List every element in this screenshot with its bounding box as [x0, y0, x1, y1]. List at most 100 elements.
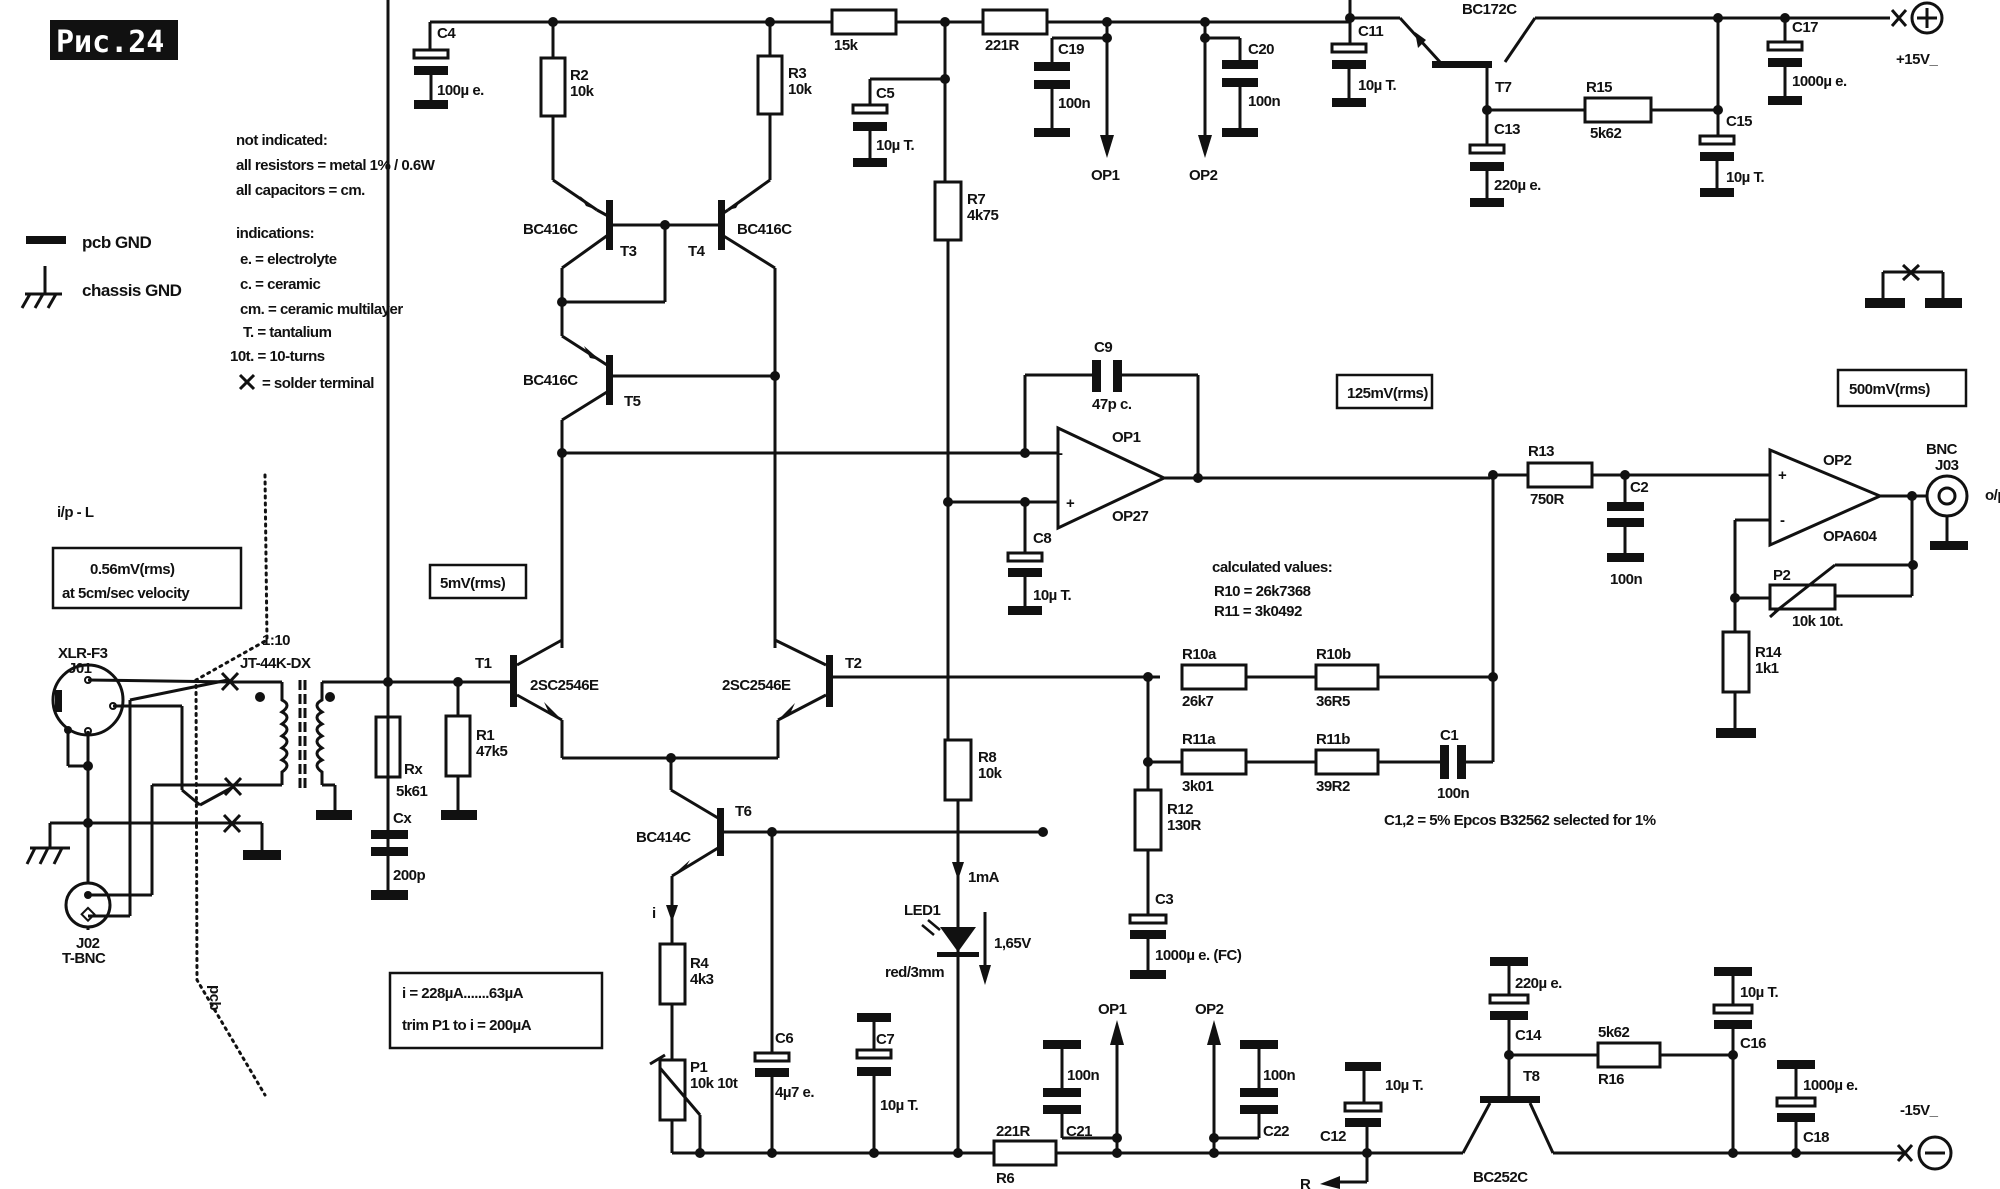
C3-name: C3	[1155, 891, 1173, 908]
C7-value: 10µ T.	[880, 1097, 918, 1114]
negative-rail	[672, 1148, 1905, 1158]
notes-indication: e. = electrolyte	[240, 251, 337, 268]
chassis-ground	[25, 821, 281, 865]
negative-supply-label: -15V_	[1900, 1102, 1939, 1119]
capacitor-C20: C20 100n	[1200, 33, 1281, 137]
notes-capacitors: all capacitors = cm.	[236, 182, 365, 199]
capacitor-C11: C11 10µ T.	[1330, 18, 1397, 107]
arrow-down-icon	[979, 965, 991, 985]
R4-value: 4k3	[690, 971, 714, 988]
transistor-T6: BC414C T6	[636, 753, 1048, 944]
P1-value: 10k 10t	[690, 1075, 738, 1092]
resistor-R7: R7 4k75	[933, 22, 999, 740]
resistor-R15: R15 5k62	[1487, 79, 1718, 142]
input-level-2: at 5cm/sec velocity	[62, 585, 190, 602]
input-solder-terminals	[199, 671, 243, 834]
chassis-gnd-icon	[20, 266, 62, 309]
potentiometer-P2: P2 10k 10t.	[1735, 563, 1914, 630]
T7-name: T7	[1495, 79, 1512, 96]
notes-indications-title: indications:	[236, 225, 314, 242]
C14-name: C14	[1515, 1027, 1542, 1044]
LED1-name: LED1	[904, 902, 941, 919]
C12-name: C12	[1320, 1128, 1346, 1145]
op2-plus: +	[1778, 467, 1787, 484]
capacitor-C22: 100n C22	[1209, 1040, 1296, 1143]
resistor-R11a: R11a 3k01	[1148, 731, 1316, 795]
r-connection-label: R	[1300, 1176, 1311, 1189]
T5-name: T5	[624, 393, 641, 410]
transformer: 1:10 JT-44K-DX	[233, 632, 510, 820]
R3-value: 10k	[788, 81, 813, 98]
Rx-name: Rx	[404, 761, 423, 778]
arrow-up-icon	[1110, 1020, 1124, 1045]
capacitor-C14: 220µ e. C14	[1488, 957, 1563, 1060]
capacitor-C21: 100n C21	[1043, 1040, 1122, 1143]
P2-value: 10k 10t.	[1792, 613, 1843, 630]
R9-value: 221R	[985, 37, 1020, 54]
C1-name: C1	[1440, 727, 1458, 744]
C15-value: 10µ T.	[1726, 169, 1764, 186]
arrow-down-icon	[952, 862, 964, 880]
resistor-R5: 15k	[830, 8, 898, 54]
level-output: 500mV(rms)	[1849, 381, 1930, 398]
T2-type: 2SC2546E	[722, 677, 791, 694]
transistor-T7: BC172C T7	[1398, 1, 1570, 110]
op2-supply-pos: OP2	[1189, 22, 1218, 184]
connector-J02: J02 T-BNC	[62, 678, 260, 967]
pcb-label: pcb	[206, 985, 223, 1011]
C21-value: 100n	[1067, 1067, 1100, 1084]
J02-name: J02	[76, 935, 100, 952]
C8-value: 10µ T.	[1033, 587, 1071, 604]
R11a-name: R11a	[1182, 731, 1216, 748]
resistor-R12: R12 130R	[1133, 788, 1202, 915]
capacitor-C8: C8 10µ T.	[1006, 502, 1072, 615]
T3-type: BC416C	[523, 221, 578, 238]
capacitor-C9: C9 47p c.	[1092, 339, 1132, 413]
resistor-R8: R8 10k	[943, 738, 1003, 1153]
resistor-Rx: Rx 5k61	[374, 677, 428, 830]
T3-name: T3	[620, 243, 637, 260]
T1-type: 2SC2546E	[530, 677, 599, 694]
C20-value: 100n	[1248, 93, 1281, 110]
op2-minus: -	[1780, 512, 1785, 529]
resistor-R1: R1 47k5	[441, 677, 508, 820]
figure-title-box	[50, 20, 178, 60]
capacitor-C15: C15 10µ T.	[1698, 18, 1765, 197]
capacitor-C3: C3 1000µ e. (FC)	[1128, 891, 1242, 979]
negative-supply-terminal: -15V_	[1896, 1102, 1953, 1171]
capacitor-Cx: Cx 200p	[371, 0, 426, 900]
T6-type: BC414C	[636, 829, 691, 846]
notes-indication: T. = tantalium	[243, 324, 332, 341]
resistor-R4: R4 4k3	[658, 942, 714, 1060]
potentiometer-P1: P1 10k 10t	[649, 1053, 738, 1153]
arrow-up-icon	[1207, 1020, 1221, 1045]
R14-value: 1k1	[1755, 660, 1779, 677]
T8-name: T8	[1523, 1068, 1540, 1085]
transistor-T5: BC416C T5	[523, 302, 780, 648]
resistor-R2: R2 10k	[539, 22, 598, 212]
resistor-R13: R13 750R	[1493, 443, 1772, 508]
current-range: i = 228µA.......63µA	[402, 985, 524, 1002]
R16-name: R16	[1598, 1071, 1624, 1088]
arrow-left-icon	[1320, 1176, 1340, 1189]
arrow-down-icon	[1198, 135, 1212, 158]
transistor-T3: BC416C T3	[523, 200, 665, 302]
C17-value: 1000µ e.	[1792, 73, 1847, 90]
C4-value: 100µ e.	[437, 82, 484, 99]
R7-value: 4k75	[967, 207, 999, 224]
R14-name: R14	[1755, 644, 1782, 661]
R13-value: 750R	[1530, 491, 1565, 508]
notes-resistors: all resistors = metal 1% / 0.6W	[236, 157, 436, 174]
R16-value: 5k62	[1598, 1024, 1630, 1041]
C14-value: 220µ e.	[1515, 975, 1562, 992]
C5-value: 10µ T.	[876, 137, 914, 154]
C18-name: C18	[1803, 1129, 1829, 1146]
legend: pcb GND chassis GND	[20, 233, 182, 309]
notes-indication: c. = ceramic	[240, 276, 320, 293]
transformer-type: JT-44K-DX	[240, 655, 311, 672]
R13-name: R13	[1528, 443, 1554, 460]
R10a-name: R10a	[1182, 646, 1217, 663]
R10a-value: 26k7	[1182, 693, 1214, 710]
op2-supply-label: OP2	[1189, 167, 1218, 184]
figure-title-text: Рис.24	[56, 25, 164, 60]
